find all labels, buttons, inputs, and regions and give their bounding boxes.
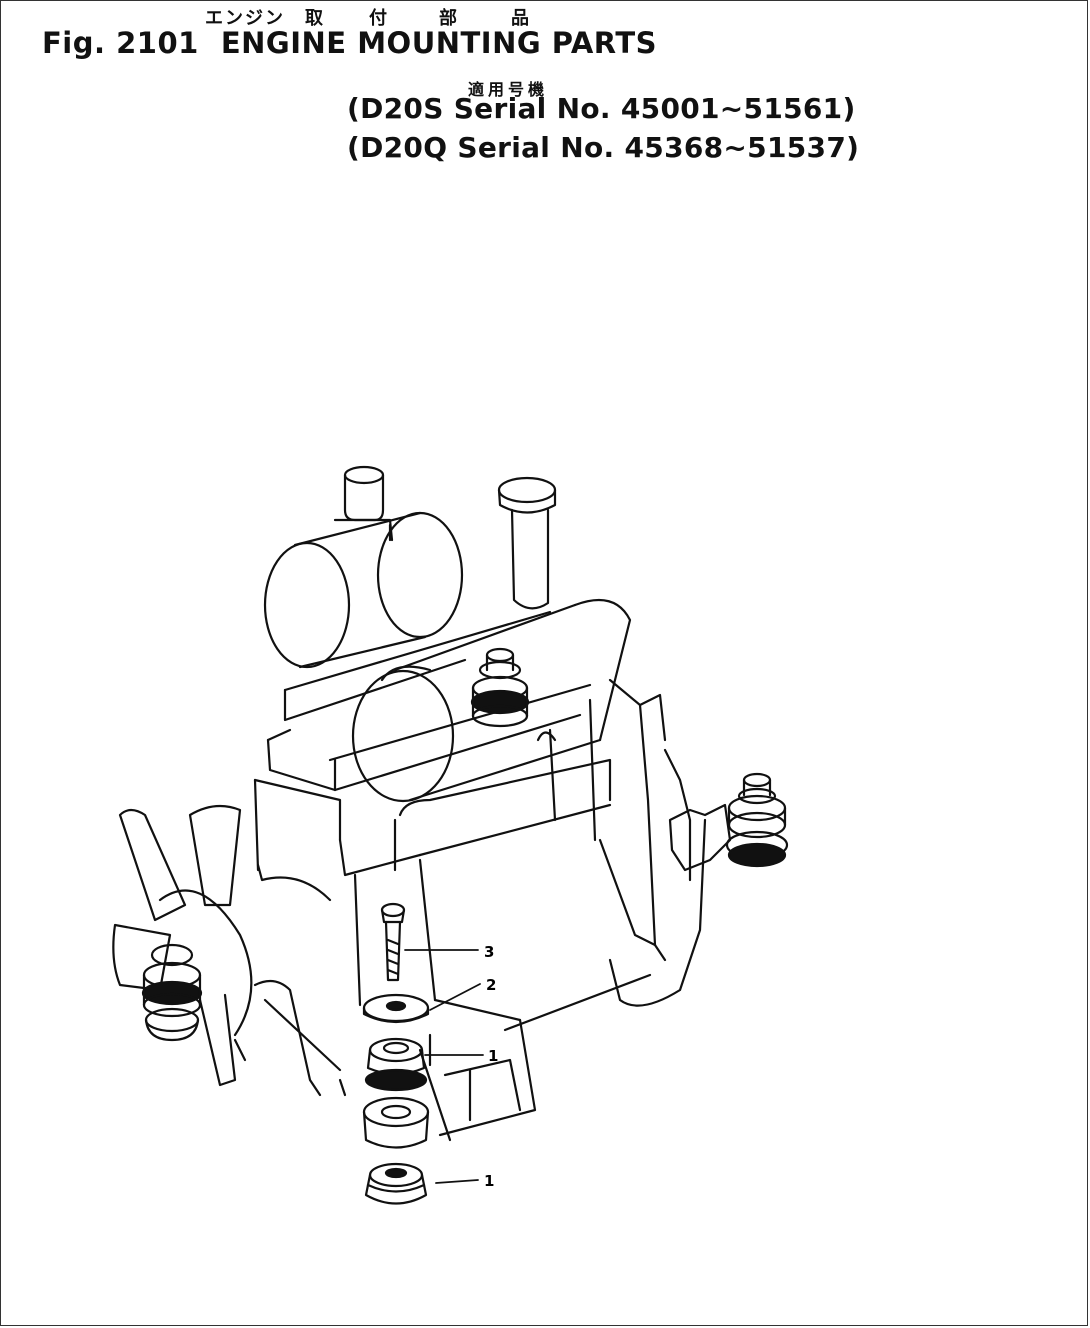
washer	[362, 993, 430, 1024]
upper-cushion	[364, 1037, 428, 1092]
callout-2: 2	[486, 976, 496, 994]
serial-range-d20s: (D20S Serial No. 45001~51561)	[347, 92, 856, 125]
front-mount	[141, 961, 203, 1042]
engine-block	[253, 610, 707, 1142]
leader-lines	[404, 949, 484, 1184]
callout-3: 3	[484, 943, 494, 961]
figure-title: ENGINE MOUNTING PARTS	[220, 26, 657, 60]
right-mount	[668, 772, 789, 872]
japanese-applicable-label: 適用号機	[468, 80, 549, 99]
top-mount	[470, 647, 530, 728]
figure-heading: Fig. 2101 ENGINE MOUNTING PARTS	[42, 26, 657, 60]
fan	[112, 804, 347, 1097]
muffler	[351, 476, 632, 803]
jp-title-word-2: 取	[305, 8, 325, 29]
jp-title-word-3: 付	[369, 8, 389, 29]
japanese-title: エンジン取 付 部 品	[205, 4, 533, 30]
lower-cushion-seat	[362, 1096, 430, 1149]
serial-range-d20q: (D20Q Serial No. 45368~51537)	[347, 131, 860, 164]
jp-title-word-1: エンジン	[205, 8, 285, 29]
callout-1-lower: 1	[484, 1172, 494, 1190]
lower-cushion	[364, 1162, 428, 1205]
jp-title-word-4: 部	[439, 8, 459, 29]
air-cleaner	[263, 465, 464, 669]
bolt	[380, 902, 406, 982]
callout-1-upper: 1	[488, 1047, 498, 1065]
figure-number: Fig. 2101	[42, 26, 199, 60]
jp-title-word-5: 品	[511, 8, 531, 29]
